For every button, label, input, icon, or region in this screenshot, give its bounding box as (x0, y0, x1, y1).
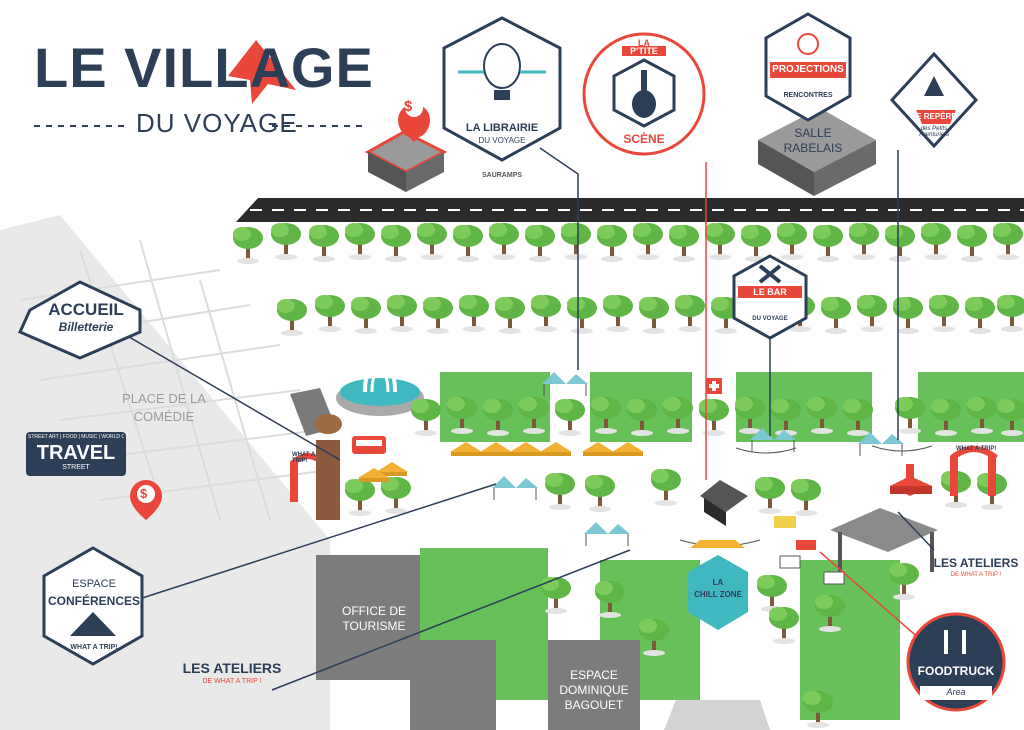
repere-label: LE REPÈRE (911, 112, 957, 121)
foodtruck-badge[interactable] (906, 612, 1006, 712)
chill-la: LA (712, 578, 724, 587)
food-trucks (774, 516, 845, 585)
red-block-marker (890, 464, 932, 496)
projections-label: PROJECTIONS (772, 64, 844, 75)
conferences-line3: WHAT A TRIP! (70, 644, 118, 651)
pointer-lines (99, 147, 935, 691)
scene-la: LA (638, 38, 650, 48)
repere-badge[interactable] (889, 51, 979, 149)
travel-label: TRAVEL (36, 442, 116, 464)
chill-zone (688, 540, 748, 630)
place-comedie-label: PLACE DE LA COMÉDIE (122, 391, 206, 424)
ateliers-right-label[interactable]: LES ATELIERS (933, 556, 1019, 570)
scene-badge[interactable] (582, 32, 706, 156)
trees-row-1 (233, 223, 1023, 264)
foodtruck-area-label: Area (946, 687, 966, 697)
projections-badge[interactable] (764, 12, 852, 122)
office-tourisme-building (316, 555, 496, 730)
ateliers-left-sub: DE WHAT A TRIP ! (202, 678, 262, 685)
foodtruck-label: FOODTRUCK (917, 664, 995, 678)
travel-street-label: STREET (62, 464, 90, 471)
accueil-label: ACCUEIL (48, 300, 124, 319)
billetterie-label: Billetterie (58, 320, 114, 334)
bar-sub: DU VOYAGE (752, 316, 788, 322)
what-a-trip-left-label: WHAT A TRIP! (292, 452, 316, 464)
fountain (336, 361, 424, 416)
conferences-line2: CONFÉRENCES (47, 594, 140, 608)
bus (352, 436, 386, 454)
dollar-pin-icon-2[interactable] (130, 480, 162, 520)
conferences-line1: ESPACE (72, 578, 116, 590)
espace-bagouet-label: ESPACE DOMINIQUE BAGOUET (559, 668, 629, 712)
kiosk-building (364, 130, 448, 192)
page-title: LE VILLAGE (34, 36, 374, 99)
salle-rabelais-label: SALLE RABELAIS (783, 126, 843, 155)
ateliers-right-sub: DE WHAT A TRIP ! (950, 572, 1002, 578)
tower (290, 388, 342, 520)
repere-sub: des Petits Aventuriers (918, 126, 950, 138)
office-tourisme-label: OFFICE DE TOURISME (341, 604, 406, 633)
travel-badge[interactable] (26, 432, 126, 476)
librairie-sub: DU VOYAGE (478, 136, 526, 145)
dollar-sign-2: $ (140, 486, 148, 501)
salle-rabelais-building (758, 108, 876, 196)
bar-label: LE BAR (753, 287, 787, 297)
first-aid-icon (706, 378, 722, 394)
travel-tagline: STREET ART | FOOD | MUSIC | WORLD CULTUR… (28, 434, 124, 440)
sauramps-label: SAURAMPS (481, 172, 523, 179)
espace-bagouet-building (548, 640, 640, 730)
stage (700, 480, 748, 526)
librairie-label: LA LIBRAIRIE (465, 122, 539, 134)
chill-zone-label: CHILL ZONE (694, 590, 742, 599)
scene-ptite: P'TITE (622, 46, 666, 56)
conferences-badge[interactable] (42, 546, 144, 666)
plane-icon (228, 40, 296, 104)
trees-row-2 (277, 295, 1024, 336)
pavilion (830, 508, 938, 572)
what-a-trip-right-label: WHAT A TRIP! (956, 446, 997, 452)
bar-badge[interactable] (732, 254, 808, 340)
librairie-badge[interactable] (442, 16, 562, 162)
dollar-pin-icon[interactable] (398, 99, 430, 142)
rencontres-label: RENCONTRES (783, 92, 833, 99)
what-a-trip-arch-right (950, 446, 998, 496)
page-subtitle: DU VOYAGE (136, 108, 298, 138)
dollar-sign: $ (404, 98, 413, 115)
scene-label: SCÈNE (623, 132, 665, 146)
accueil-badge[interactable] (18, 280, 142, 360)
ateliers-left-label[interactable]: LES ATELIERS (182, 660, 282, 676)
